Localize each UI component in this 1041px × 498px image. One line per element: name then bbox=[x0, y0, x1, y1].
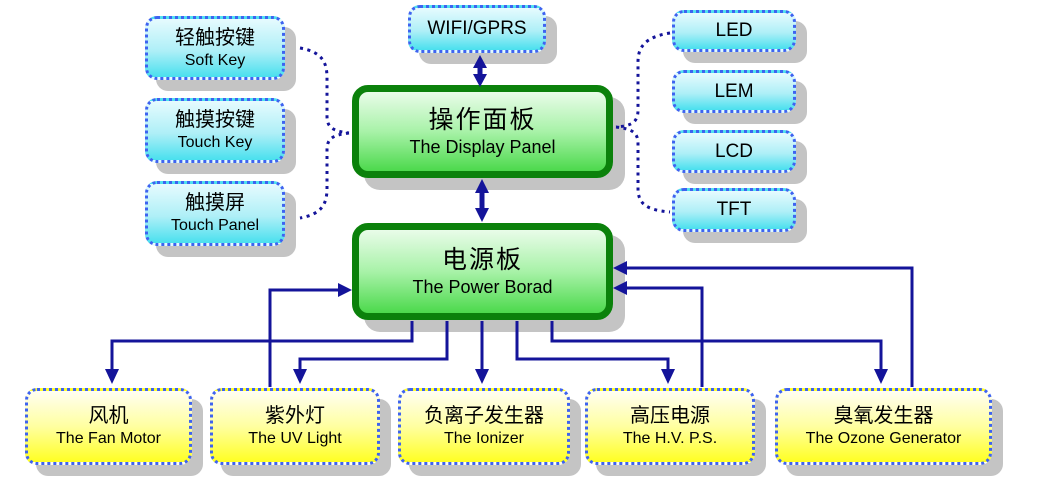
ionizer-label-en: The Ionizer bbox=[443, 430, 525, 447]
node-touch-key: 触摸按键 Touch Key bbox=[145, 98, 285, 163]
arrowhead-into-power-right-2 bbox=[613, 261, 627, 275]
node-hv-ps: 高压电源 The H.V. P.S. bbox=[585, 388, 755, 465]
lcd-label: LCD bbox=[714, 140, 753, 162]
arrowhead-ionizer bbox=[475, 369, 489, 384]
ozone-generator-label-zh: 臭氧发生器 bbox=[833, 405, 934, 427]
fan-motor-label-en: The Fan Motor bbox=[56, 430, 161, 447]
fan-motor-label-zh: 风机 bbox=[88, 405, 129, 427]
node-ozone-generator: 臭氧发生器 The Ozone Generator bbox=[775, 388, 992, 465]
display-panel-label-en: The Display Panel bbox=[409, 136, 556, 157]
wire-power-to-uv bbox=[298, 321, 449, 371]
dotted-brace-left-peripherals bbox=[299, 46, 350, 220]
wire-power-to-fan bbox=[110, 321, 414, 371]
wire-hvps-to-power bbox=[626, 286, 704, 387]
node-soft-key: 轻触按键 Soft Key bbox=[145, 16, 285, 80]
uv-light-label-en: The UV Light bbox=[248, 430, 342, 447]
arrowhead-wifi-up bbox=[473, 55, 487, 68]
touch-key-label-zh: 触摸按键 bbox=[175, 109, 255, 131]
uv-light-label-zh: 紫外灯 bbox=[265, 405, 325, 427]
node-ionizer: 负离子发生器 The Ionizer bbox=[398, 388, 570, 465]
node-lcd: LCD bbox=[672, 130, 796, 173]
node-touch-panel: 触摸屏 Touch Panel bbox=[145, 181, 285, 246]
arrowhead-ozone bbox=[874, 369, 888, 384]
node-display-panel: 操作面板 The Display Panel bbox=[352, 85, 613, 178]
wifi-gprs-label: WIFI/GPRS bbox=[427, 18, 527, 40]
arrowhead-fan bbox=[105, 369, 119, 384]
power-board-label-en: The Power Borad bbox=[412, 276, 553, 297]
arrowhead-uv bbox=[293, 369, 307, 384]
touch-panel-label-en: Touch Panel bbox=[170, 217, 260, 234]
tft-label: TFT bbox=[716, 199, 752, 221]
led-label: LED bbox=[715, 20, 753, 42]
arrowhead-into-power-right-1 bbox=[613, 281, 627, 295]
node-power-board: 电源板 The Power Borad bbox=[352, 223, 613, 320]
touch-key-label-en: Touch Key bbox=[177, 134, 253, 151]
arrowhead-power-down bbox=[475, 208, 489, 222]
hv-ps-label-zh: 高压电源 bbox=[630, 405, 710, 427]
hv-ps-label-en: The H.V. P.S. bbox=[622, 430, 718, 447]
arrowhead-panel-up bbox=[475, 179, 489, 193]
soft-key-label-zh: 轻触按键 bbox=[175, 26, 255, 49]
node-lem: LEM bbox=[672, 70, 796, 113]
node-led: LED bbox=[672, 10, 796, 52]
node-wifi-gprs: WIFI/GPRS bbox=[408, 5, 546, 53]
node-fan-motor: 风机 The Fan Motor bbox=[25, 388, 192, 465]
dotted-brace-right-modules bbox=[615, 31, 671, 214]
node-tft: TFT bbox=[672, 188, 796, 232]
display-panel-label-zh: 操作面板 bbox=[428, 105, 537, 134]
touch-panel-label-zh: 触摸屏 bbox=[185, 192, 245, 214]
arrowhead-into-power-left bbox=[338, 283, 352, 297]
wire-uv-to-power bbox=[268, 288, 339, 387]
wire-power-to-ozone bbox=[550, 321, 883, 371]
wire-power-to-hvps bbox=[515, 321, 670, 371]
soft-key-label-en: Soft Key bbox=[184, 51, 246, 69]
node-uv-light: 紫外灯 The UV Light bbox=[210, 388, 380, 465]
power-board-label-zh: 电源板 bbox=[441, 245, 523, 274]
ionizer-label-zh: 负离子发生器 bbox=[424, 405, 544, 427]
wire-ozone-to-power bbox=[626, 266, 914, 387]
lem-label: LEM bbox=[714, 80, 754, 102]
ozone-generator-label-en: The Ozone Generator bbox=[805, 430, 962, 447]
arrowhead-hvps bbox=[661, 369, 675, 384]
